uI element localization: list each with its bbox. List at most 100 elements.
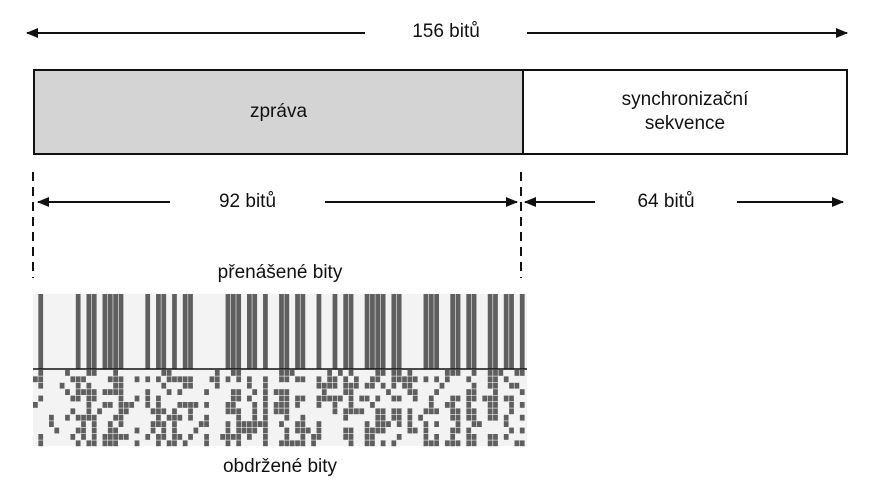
received-bit-cell bbox=[188, 376, 193, 383]
received-bit-cell bbox=[75, 376, 81, 383]
received-bit-cell bbox=[300, 395, 306, 402]
received-bit-cell bbox=[348, 434, 354, 440]
received-bit-cell bbox=[214, 370, 220, 376]
received-bit-cell bbox=[380, 427, 386, 434]
received-bit-cell bbox=[279, 402, 284, 408]
received-bit-cell bbox=[145, 434, 151, 440]
transmitted-bit-bar bbox=[279, 294, 284, 369]
received-bit-cell bbox=[193, 427, 199, 434]
received-bit-cell bbox=[257, 421, 263, 427]
received-bit-cell bbox=[364, 440, 370, 447]
received-bit-cell bbox=[348, 427, 354, 434]
transmitted-bit-bar bbox=[503, 294, 509, 369]
received-bit-cell bbox=[396, 370, 402, 376]
received-bit-cell bbox=[70, 408, 76, 415]
received-bit-cell bbox=[519, 389, 525, 395]
received-bit-cell bbox=[59, 382, 65, 389]
received-bit-cell bbox=[487, 408, 493, 415]
received-bit-cell bbox=[279, 408, 284, 415]
received-bit-cell bbox=[466, 440, 472, 447]
received-bit-cell bbox=[380, 414, 386, 421]
received-bit-cell bbox=[407, 389, 413, 395]
received-bit-cell bbox=[241, 427, 247, 434]
received-bit-cell bbox=[418, 414, 423, 421]
received-bit-cell bbox=[391, 440, 397, 447]
received-bit-cell bbox=[471, 370, 477, 376]
received-bit-cell bbox=[455, 427, 461, 434]
received-bit-cell bbox=[396, 395, 402, 402]
received-bit-cell bbox=[311, 434, 316, 440]
received-bit-cell bbox=[230, 395, 236, 402]
received-bit-cell bbox=[514, 370, 520, 376]
received-bit-cell bbox=[396, 408, 402, 415]
received-bit-cell bbox=[38, 382, 44, 389]
received-bit-cell bbox=[503, 434, 509, 440]
received-bit-cell bbox=[370, 440, 375, 447]
transmitted-bit-bar bbox=[348, 294, 354, 369]
received-bit-cell bbox=[156, 434, 161, 440]
received-bit-cell bbox=[166, 389, 172, 395]
received-bit-cell bbox=[134, 427, 140, 434]
received-bit-cell bbox=[343, 434, 349, 440]
transmitted-bit-bar bbox=[370, 294, 375, 369]
received-bit-cell bbox=[519, 402, 525, 408]
received-bit-cell bbox=[316, 376, 322, 383]
received-bit-cell bbox=[247, 434, 252, 440]
received-bit-cell bbox=[434, 434, 439, 440]
received-bit-cell bbox=[236, 414, 242, 421]
message-length-label: 92 bitů bbox=[175, 191, 320, 213]
received-bit-cell bbox=[450, 414, 456, 421]
received-bit-cell bbox=[482, 395, 488, 402]
received-bit-cell bbox=[284, 434, 290, 440]
received-bit-cell bbox=[107, 376, 113, 383]
received-bit-cell bbox=[391, 408, 397, 415]
received-bit-cell bbox=[343, 408, 349, 415]
received-bit-cell bbox=[75, 427, 81, 434]
transmitted-bit-bar bbox=[391, 294, 397, 369]
received-bit-cell bbox=[279, 421, 284, 427]
received-bit-cell bbox=[123, 408, 129, 415]
received-bit-cell bbox=[428, 408, 434, 415]
transmitted-bit-bar bbox=[38, 294, 44, 369]
received-bit-cell bbox=[150, 408, 156, 415]
received-bit-cell bbox=[188, 408, 193, 415]
received-bit-cell bbox=[295, 440, 300, 447]
received-bit-cell bbox=[172, 414, 177, 421]
received-bit-cell bbox=[81, 421, 86, 427]
received-bit-cell bbox=[91, 421, 97, 427]
received-bit-cell bbox=[204, 440, 209, 447]
received-bit-cell bbox=[364, 382, 370, 389]
transmitted-bit-bar bbox=[182, 294, 188, 369]
received-bit-cell bbox=[359, 408, 365, 415]
transmitted-bit-bar bbox=[364, 294, 370, 369]
received-bit-cell bbox=[423, 440, 429, 447]
received-bit-cell bbox=[375, 370, 381, 376]
received-bit-cell bbox=[337, 370, 343, 376]
received-bit-cell bbox=[519, 440, 525, 447]
received-bit-cell bbox=[466, 389, 472, 395]
transmitted-bit-bar bbox=[102, 294, 108, 369]
received-bit-cell bbox=[188, 382, 193, 389]
received-bit-cell bbox=[343, 376, 349, 383]
received-bit-cell bbox=[81, 427, 86, 434]
received-bit-cell bbox=[263, 440, 268, 447]
received-bit-cell bbox=[316, 395, 322, 402]
received-bit-cell bbox=[204, 389, 209, 395]
received-bit-cell bbox=[107, 421, 113, 427]
received-bit-cell bbox=[450, 395, 456, 402]
transmitted-bit-bar bbox=[118, 294, 124, 369]
received-bit-cell bbox=[129, 402, 135, 408]
received-bit-cell bbox=[118, 389, 124, 395]
received-bit-cell bbox=[316, 382, 322, 389]
received-bit-cell bbox=[166, 440, 172, 447]
received-bit-cell bbox=[236, 421, 242, 427]
received-bit-cell bbox=[466, 427, 472, 434]
received-bit-cell bbox=[375, 421, 381, 427]
transmitted-bit-bar bbox=[423, 294, 429, 369]
received-bit-cell bbox=[396, 414, 402, 421]
received-bit-cell bbox=[375, 376, 381, 383]
received-bit-cell bbox=[487, 370, 493, 376]
received-bit-cell bbox=[487, 395, 493, 402]
received-bit-cell bbox=[263, 395, 268, 402]
received-bit-cell bbox=[493, 370, 498, 376]
